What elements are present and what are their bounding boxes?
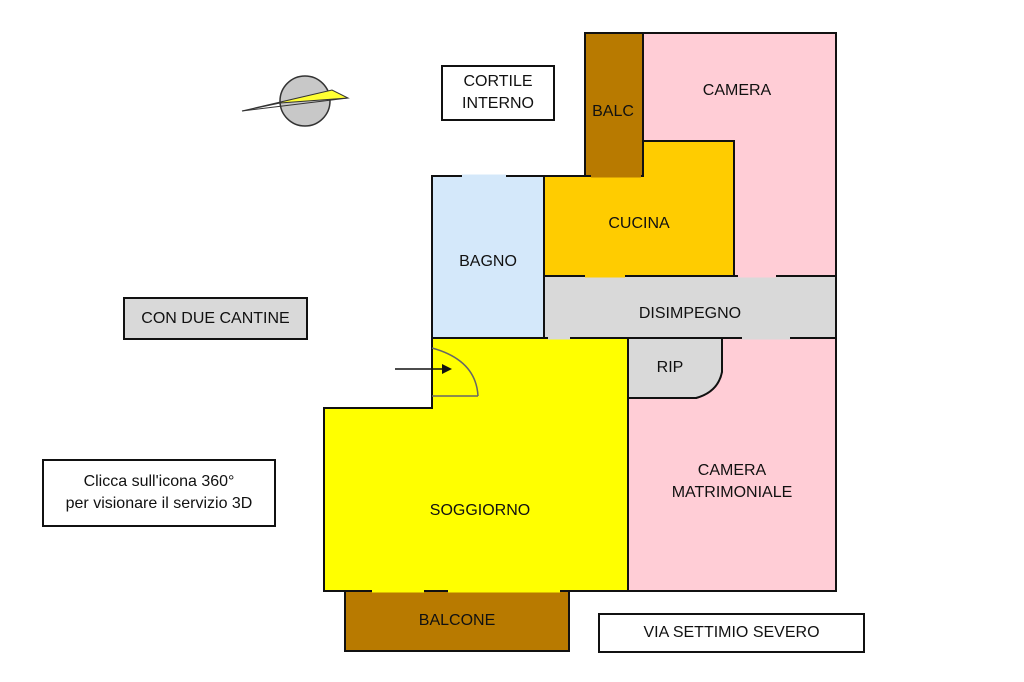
room-soggiorno[interactable]	[323, 337, 629, 592]
label-camera-matrimoniale-1: CAMERA	[698, 462, 767, 479]
room-rip[interactable]	[627, 337, 723, 399]
info-line-2: per visionare il servizio 3D	[65, 495, 253, 512]
street-text: VIA SETTIMIO SEVERO	[643, 624, 820, 641]
label-bagno: BAGNO	[459, 253, 517, 270]
cantine-text: CON DUE CANTINE	[141, 309, 290, 327]
label-balcone: BALCONE	[419, 612, 495, 629]
cortile-line-2: INTERNO	[462, 95, 534, 112]
label-soggiorno: SOGGIORNO	[430, 502, 530, 519]
entrance-arrow-icon	[395, 364, 452, 374]
cortile-line-1: CORTILE	[463, 73, 533, 90]
cantine-note: CON DUE CANTINE	[123, 297, 308, 340]
wall-openings	[372, 174, 790, 593]
street-name-label: VIA SETTIMIO SEVERO	[598, 613, 865, 653]
label-balc: BALC	[592, 103, 634, 120]
label-camera: CAMERA	[703, 82, 772, 99]
room-balc[interactable]	[584, 32, 644, 177]
label-camera-matrimoniale-2: MATRIMONIALE	[672, 484, 793, 501]
info-line-1: Clicca sull'icona 360°	[83, 473, 235, 490]
virtual-tour-note: Clicca sull'icona 360° per visionare il …	[42, 459, 276, 527]
label-cucina: CUCINA	[608, 215, 670, 232]
cortile-interno-note: CORTILE INTERNO	[441, 65, 555, 121]
label-rip: RIP	[657, 359, 684, 376]
entrance-door-arc	[431, 347, 479, 397]
north-arrow-icon	[241, 75, 350, 127]
room-balcone[interactable]	[344, 590, 570, 652]
label-disimpegno: DISIMPEGNO	[639, 305, 741, 322]
room-bagno[interactable]	[431, 175, 545, 339]
